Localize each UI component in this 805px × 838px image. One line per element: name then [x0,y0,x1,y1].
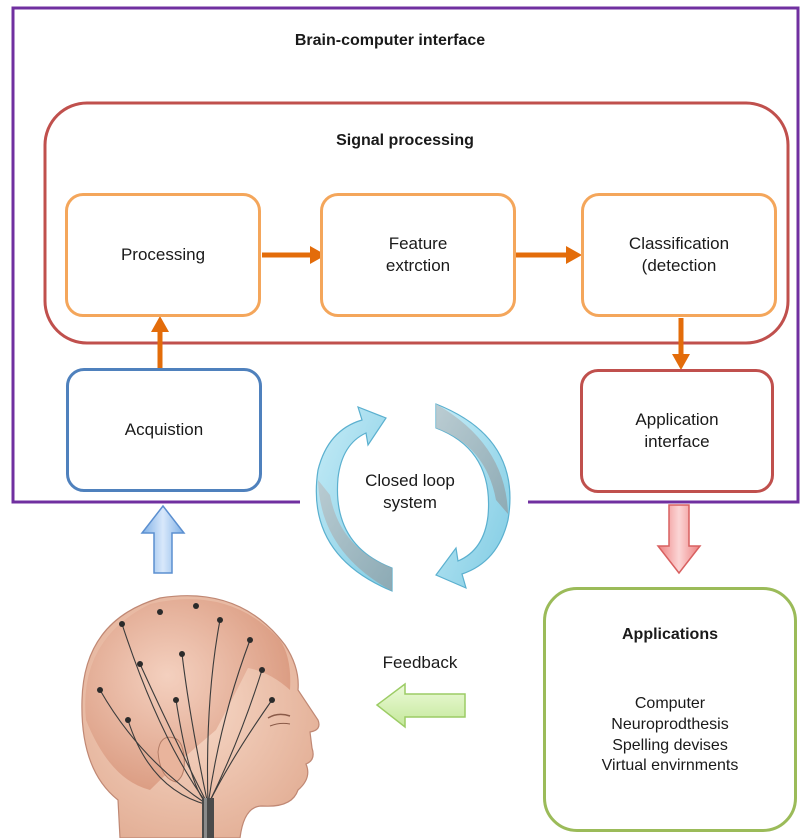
closed-loop-label: Closed loop system [340,470,480,514]
feature-label-line1: Feature [388,233,448,253]
closed-loop-arrows [315,403,511,592]
bci-frame [11,6,800,504]
eeg-head-illustration [81,595,320,838]
applications-title: Applications [621,626,718,643]
processing-box: Processing [65,193,261,317]
classification-box: Classification (detection [581,193,777,317]
classification-label-line2: (detection [641,256,717,275]
classification-label-line1: Classification [628,233,730,253]
feature-extraction-box: Feature extrction [320,193,516,317]
signal-processing-title: Signal processing [336,132,474,149]
acquisition-label: Acquistion [124,419,204,439]
feature-label-line2: extrction [385,256,451,275]
acquisition-up-arrow [140,504,186,574]
app-interface-label-line2: interface [644,432,710,451]
applications-down-arrow [656,504,702,575]
app-interface-label-line1: Application [635,409,719,429]
acquisition-box: Acquistion [66,368,262,492]
applications-box: Applications Computer Neuroprodthesis Sp… [543,587,797,832]
bci-title: Brain-computer interface [294,32,486,49]
application-item: Computer [634,695,706,712]
application-item: Spelling devises [612,736,728,754]
closed-loop-line2: system [383,493,437,513]
application-interface-box: Application interface [580,369,774,493]
feedback-label: Feedback [382,653,458,672]
application-item: Neuroprodthesis [611,715,729,733]
closed-loop-line1: Closed loop [365,471,455,490]
application-item: Virtual envirnments [601,757,739,775]
processing-label: Processing [120,244,206,264]
processing-arrows [151,246,690,370]
applications-list: Computer Neuroprodthesis Spelling devise… [546,694,794,777]
signal-processing-border [43,101,790,345]
feedback-arrow [375,682,466,729]
